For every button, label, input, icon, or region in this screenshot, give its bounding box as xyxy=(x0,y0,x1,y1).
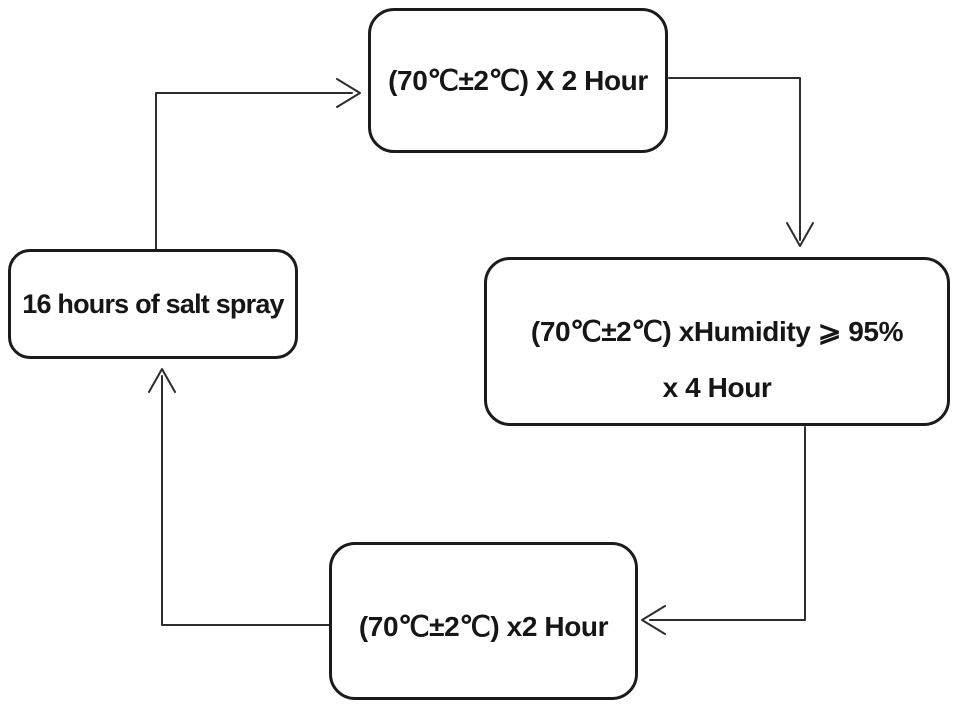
node-dry-heat-top: (70℃±2℃) X 2 Hour xyxy=(368,8,668,153)
node-humidity-label-line1: (70℃±2℃) xHumidity ⩾ 95% xyxy=(530,316,904,347)
arrowhead-left-icon xyxy=(641,605,666,635)
node-dry-heat-bottom: (70℃±2℃) x2 Hour xyxy=(329,542,638,700)
node-salt-spray: 16 hours of salt spray xyxy=(8,249,298,359)
node-humidity-soak: (70℃±2℃) xHumidity ⩾ 95% x 4 Hour xyxy=(484,257,950,426)
node-dry-heat-bottom-label: (70℃±2℃) x2 Hour xyxy=(358,610,609,642)
node-dry-heat-top-label: (70℃±2℃) X 2 Hour xyxy=(388,65,648,96)
arrowhead-right-icon xyxy=(336,78,361,108)
edge-salt-spray-to-dry-heat-top xyxy=(155,92,353,250)
edge-dry-heat-bottom-to-salt-spray xyxy=(161,375,331,626)
arrowhead-up-icon xyxy=(148,368,176,393)
edge-humidity-to-dry-heat-bottom xyxy=(649,426,806,621)
arrowhead-down-icon xyxy=(786,222,814,247)
edge-dry-heat-top-to-humidity xyxy=(668,77,801,241)
node-salt-spray-label: 16 hours of salt spray xyxy=(22,288,284,319)
node-humidity-label-line2: x 4 Hour xyxy=(662,372,772,403)
